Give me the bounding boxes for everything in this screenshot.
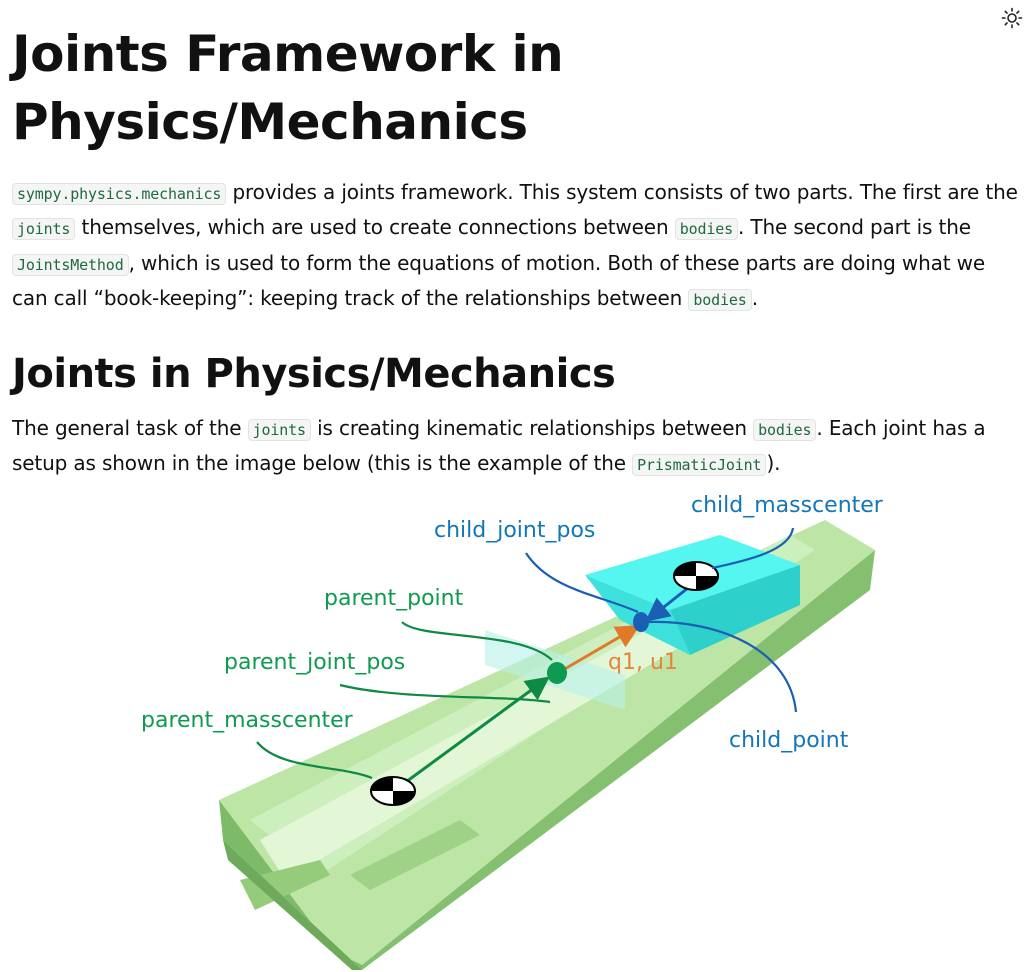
label-q1-u1: q1, u1: [608, 650, 678, 675]
intro-text-1: provides a joints framework. This system…: [226, 180, 1018, 204]
leader-child-point: [647, 620, 798, 713]
code-joints-method: JointsMethod: [12, 253, 129, 276]
intro-text-5: .: [751, 286, 758, 311]
label-child-point: child_point: [729, 728, 849, 753]
intro-paragraph: sympy.physics.mechanics provides a joint…: [12, 176, 1022, 318]
label-parent-joint-pos: parent_joint_pos: [224, 650, 405, 675]
section-text-4: ).: [766, 451, 781, 476]
coordinate-vector: [562, 624, 641, 672]
intro-text-4: , which is used to form the equations of…: [12, 250, 986, 311]
leader-child-joint-pos: [525, 552, 639, 614]
page-title: Joints Framework in Physics/Mechanics: [12, 25, 564, 151]
parent-point-marker: [547, 662, 567, 684]
section-heading: Joints in Physics/Mechanics: [12, 351, 616, 397]
label-child-masscenter: child_masscenter: [691, 493, 884, 518]
code-bodies: bodies: [753, 419, 817, 441]
section-paragraph: The general task of the joints is creati…: [12, 412, 1022, 483]
code-prismatic-joint: PrismaticJoint: [632, 454, 767, 477]
leader-parent-point: [401, 621, 553, 661]
theme-toggle-button[interactable]: [1000, 6, 1024, 30]
code-joints: joints: [247, 419, 311, 441]
leader-parent-joint-pos: [339, 683, 551, 704]
label-parent-masscenter: parent_masscenter: [141, 708, 354, 733]
code-bodies: bodies: [674, 218, 738, 241]
section-text-3: . Each joint has a setup as shown in the…: [12, 416, 986, 476]
code-module: sympy.physics.mechanics: [12, 183, 227, 205]
code-bodies: bodies: [688, 289, 752, 312]
intro-text-2: themselves, which are used to create con…: [75, 215, 675, 240]
section-text-1: The general task of the: [12, 416, 248, 440]
leader-child-masscenter: [711, 527, 795, 570]
label-child-joint-pos: child_joint_pos: [434, 518, 595, 543]
child-point-marker: [633, 612, 649, 632]
intro-text-3: . The second part is the: [737, 215, 971, 240]
sun-icon: [1001, 7, 1023, 29]
label-parent-point: parent_point: [324, 586, 464, 611]
leader-parent-masscenter: [256, 741, 373, 780]
parent-masscenter-icon: [370, 776, 416, 806]
prismatic-joint-figure: child_masscenter child_joint_pos parent_…: [141, 493, 884, 970]
child-masscenter-icon: [673, 561, 719, 591]
section-text-2: is creating kinematic relationships betw…: [310, 416, 754, 440]
code-joints: joints: [12, 218, 76, 241]
